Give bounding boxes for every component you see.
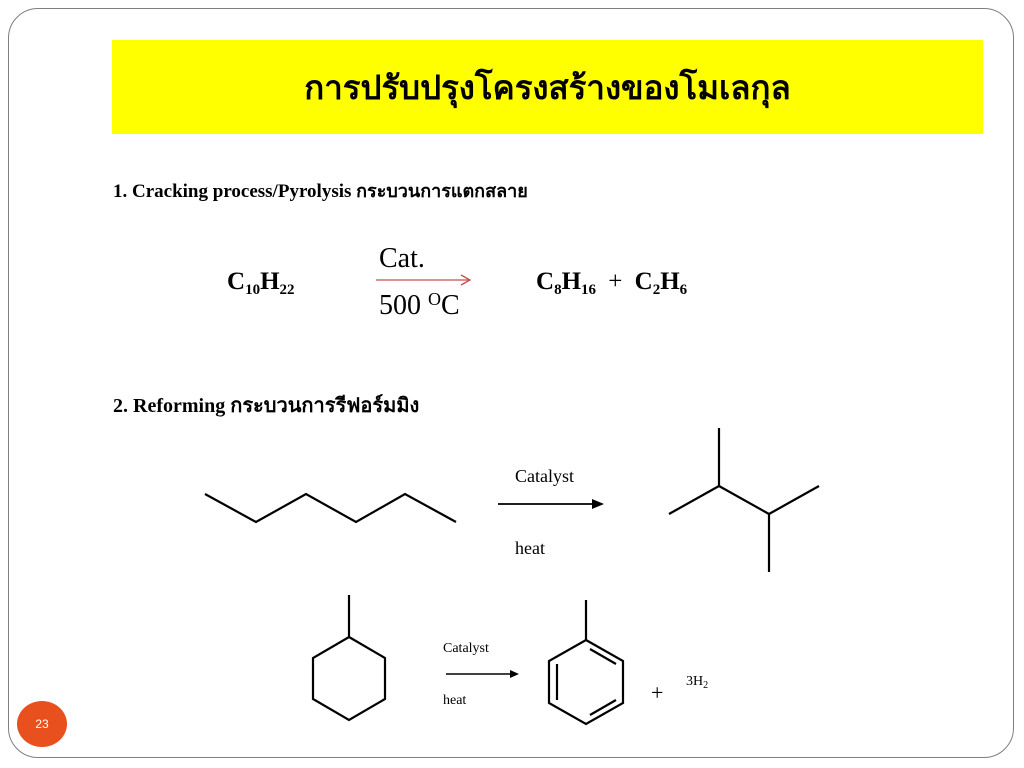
toluene-double-bond-2 <box>589 699 617 716</box>
product2-c-sub: 2 <box>652 282 661 298</box>
temperature-unit: C <box>441 290 460 321</box>
hydrogen-byproduct: 3H2 <box>686 674 708 691</box>
products-formula: C8H16 + C2H6 <box>536 268 687 299</box>
section2-heading-th: กระบวนการรีฟอร์มมิง <box>230 393 420 417</box>
dimethylbutane-skeletal <box>668 428 820 572</box>
reaction2-plus: + <box>651 680 664 705</box>
reaction2-heat-label: heat <box>443 693 467 708</box>
reforming-arrow-2 <box>446 670 519 678</box>
condition-temperature: 500 OC <box>379 289 460 322</box>
section2-heading-en: 2. Reforming <box>113 395 231 417</box>
reactant-c: C <box>227 268 246 295</box>
product2-h: H <box>660 268 680 295</box>
toluene-ring <box>547 638 625 726</box>
mch-ring <box>311 635 387 722</box>
reactant-h-sub: 22 <box>279 282 295 298</box>
hydrogen-main: 3H <box>686 674 704 689</box>
reaction1-heat-label: heat <box>515 538 545 558</box>
dmb-bond-3 <box>718 485 770 515</box>
section1-heading-en: 1. Cracking process/Pyrolysis <box>113 181 357 202</box>
product2-c: C <box>634 268 653 295</box>
product-plus: + <box>608 268 623 295</box>
section1-heading-th: กระบวนการแตกสลาย <box>356 181 528 202</box>
temperature-value: 500 <box>379 290 428 321</box>
toluene-double-bond-1 <box>589 648 617 665</box>
toluene-skeletal <box>547 600 625 726</box>
product1-h-sub: 16 <box>581 282 597 298</box>
reactant-h: H <box>260 268 280 295</box>
dmb-bond-4 <box>768 485 820 515</box>
product1-c-sub: 8 <box>554 282 562 298</box>
methylcyclohexane-skeletal <box>311 595 387 722</box>
cracking-arrow-head <box>460 274 472 286</box>
reaction2-catalyst-label: Catalyst <box>443 641 489 656</box>
slide-frame <box>8 8 1014 758</box>
reforming-arrow-2-head <box>510 670 519 678</box>
reforming-arrow-1 <box>498 499 604 509</box>
hexane-skeletal <box>204 492 457 524</box>
dmb-bond-1 <box>668 485 720 515</box>
page-number-badge: 23 <box>17 701 67 747</box>
degree-symbol: O <box>428 289 441 309</box>
cracking-arrow <box>376 274 472 286</box>
section1-heading: 1. Cracking process/Pyrolysis กระบวนการแ… <box>113 176 528 205</box>
product1-h: H <box>561 268 582 295</box>
section2-heading: 2. Reforming กระบวนการรีฟอร์มมิง <box>113 389 419 421</box>
reactant-c-sub: 10 <box>245 282 261 298</box>
reaction1-catalyst-label: Catalyst <box>515 466 574 486</box>
title-banner <box>112 40 983 134</box>
slide-title: การปรับปรุงโครงสร้างของโมเลกุล <box>304 67 791 107</box>
hydrogen-sub: 2 <box>703 680 709 691</box>
product2-h-sub: 6 <box>679 282 688 298</box>
condition-catalyst: Cat. <box>379 243 425 274</box>
reactant-formula: C10H22 <box>227 268 295 299</box>
reforming-arrow-1-head <box>592 499 604 509</box>
product1-c: C <box>536 268 555 295</box>
